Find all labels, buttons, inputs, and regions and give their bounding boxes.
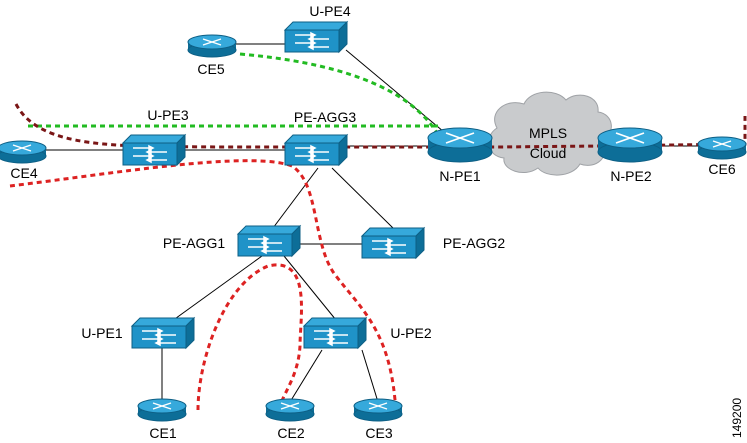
switch-upe3-icon[interactable]: [121, 133, 187, 167]
path-red-ce4-ce3: [9, 159, 398, 415]
label-npe2: N-PE2: [610, 168, 651, 184]
link-upe4-npe1: [345, 49, 457, 143]
label-ce4: CE4: [10, 165, 37, 181]
label-ce2: CE2: [277, 425, 304, 441]
router-ce4-icon[interactable]: [0, 140, 47, 164]
label-peagg2: PE-AGG2: [443, 235, 505, 251]
label-ce6: CE6: [708, 161, 735, 177]
label-upe3: U-PE3: [147, 107, 188, 123]
switch-peagg3-icon[interactable]: [283, 133, 349, 167]
router-npe2-icon[interactable]: [597, 127, 663, 163]
label-ce3: CE3: [365, 425, 392, 441]
switch-peagg2-icon[interactable]: [360, 226, 426, 260]
label-npe1: N-PE1: [439, 168, 480, 184]
links: [46, 43, 700, 403]
switch-peagg1-icon[interactable]: [236, 224, 302, 258]
router-ce2-icon[interactable]: [265, 398, 315, 422]
switch-upe2-icon[interactable]: [302, 316, 368, 350]
mpls-cloud-label-line2: Cloud: [530, 145, 567, 161]
label-peagg3: PE-AGG3: [294, 109, 356, 125]
switch-upe4-icon[interactable]: [283, 20, 349, 54]
switch-upe1-icon[interactable]: [130, 316, 196, 350]
router-ce5-icon[interactable]: [187, 34, 237, 58]
routers: [0, 34, 747, 422]
link-upe2-ce3: [361, 349, 379, 403]
router-ce6-icon[interactable]: [697, 136, 747, 160]
path-green-ce5-npe1: [239, 52, 442, 139]
label-peagg1: PE-AGG1: [163, 235, 225, 251]
router-npe1-icon[interactable]: [427, 127, 493, 163]
link-peagg3-peagg2: [331, 167, 394, 229]
node-labels: U-PE4 CE5 U-PE3 PE-AGG3 CE4 N-PE1 N-PE2 …: [10, 3, 735, 441]
path-red-ce1-ce2: [196, 263, 303, 415]
link-peagg3-peagg1: [272, 167, 319, 229]
label-upe2: U-PE2: [390, 325, 431, 341]
label-upe1: U-PE1: [81, 325, 122, 341]
link-peagg1-upe1: [171, 255, 263, 322]
router-ce3-icon[interactable]: [353, 398, 403, 422]
label-ce5: CE5: [197, 61, 224, 77]
label-ce1: CE1: [149, 425, 176, 441]
label-upe4: U-PE4: [309, 3, 350, 19]
mpls-cloud-label-line1: MPLS: [529, 125, 567, 141]
mpls-cloud: MPLS Cloud: [488, 91, 612, 176]
router-ce1-icon[interactable]: [137, 398, 187, 422]
link-peagg1-upe2: [283, 255, 337, 321]
figure-number: 149200: [730, 398, 744, 438]
switches: [121, 20, 426, 350]
link-upe2-ce2: [289, 349, 323, 403]
